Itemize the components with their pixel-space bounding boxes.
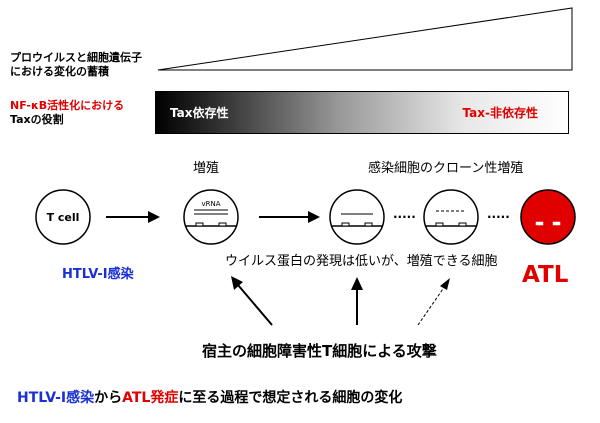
t-cell-circle (35, 189, 91, 245)
tax-dependent-label: Tax依存性 (170, 106, 229, 120)
accumulation-label-line1: プロウイルスと細胞遺伝子 (10, 51, 142, 64)
caption-from: から (94, 390, 123, 406)
accumulation-wedge (157, 7, 573, 71)
ellipsis-1: ····· (393, 210, 416, 224)
ellipsis-2: ····· (487, 210, 510, 224)
clonal-cell-2 (423, 189, 479, 245)
attack-arrow-1 (231, 276, 273, 326)
t-cell-label: T cell (47, 211, 80, 224)
accumulation-label-line2: における変化の蓄積 (10, 65, 109, 78)
attack-arrow-3 (417, 278, 450, 326)
nfkb-label-line1: NF-κB活性化における (10, 99, 125, 112)
attack-arrow-2 (351, 277, 363, 325)
infected-cell-vrna (183, 189, 239, 245)
arrow-1 (106, 211, 160, 223)
tax-dependency-bar: Tax依存性 Tax-非依存性 (155, 91, 569, 134)
nfkb-label-line2: Taxの役割 (10, 113, 64, 126)
clonal-proliferation-label: 感染細胞のクローン性増殖 (368, 161, 524, 176)
arrow-2 (259, 211, 320, 223)
figure-caption: HTLV-I感染からATL発症に至る過程で想定される細胞の変化 (17, 387, 402, 407)
caption-rest: に至る過程で想定される細胞の変化 (178, 390, 403, 406)
cytotoxic-attack-label: 宿主の細胞障害性T細胞による攻撃 (202, 342, 437, 360)
caption-htlv: HTLV-I感染 (17, 390, 95, 406)
atl-cell (520, 189, 576, 245)
low-expression-label: ウイルス蛋白の発現は低いが、増殖できる細胞 (225, 254, 498, 269)
atl-label: ATL (522, 262, 569, 288)
caption-atl-onset: ATL発症 (122, 390, 179, 406)
nfkb-label: NF-κB活性化における Taxの役割 (10, 99, 124, 127)
accumulation-label: プロウイルスと細胞遺伝子 における変化の蓄積 (10, 51, 142, 79)
htlv-infection-label: HTLV-I感染 (62, 267, 134, 282)
tax-independent-label: Tax-非依存性 (462, 106, 538, 120)
vrna-label: vRNA (201, 200, 220, 208)
clonal-cell-1 (329, 189, 385, 245)
proliferation-label: 増殖 (193, 161, 220, 176)
